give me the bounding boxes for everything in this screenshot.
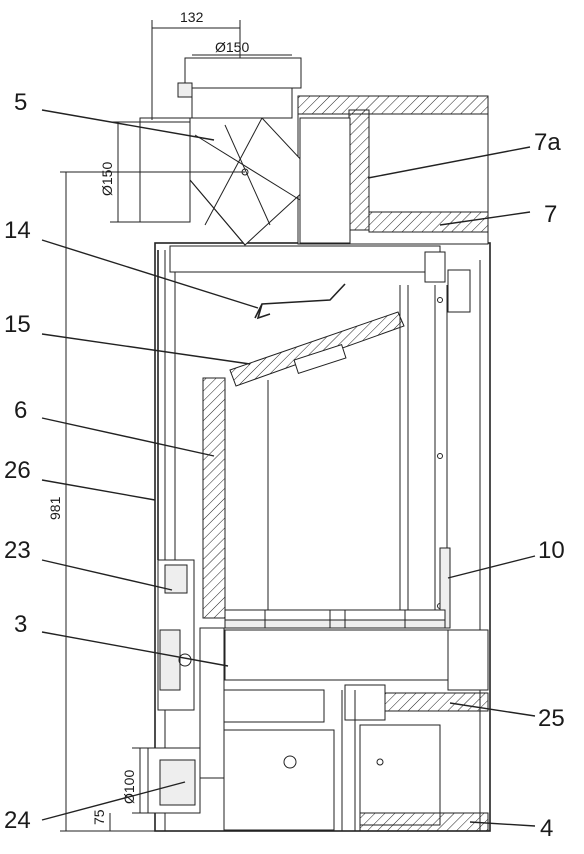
dim-total-height: 981 <box>47 496 63 520</box>
part-24-air-inlet <box>147 747 201 814</box>
callout-7: 7 <box>544 201 557 228</box>
dim-air-inlet-height: 75 <box>91 809 107 825</box>
dim-flue-rear-diameter: Ø150 <box>99 162 115 196</box>
part-23-door-hinge <box>157 559 225 779</box>
callout-7a: 7a <box>534 129 561 156</box>
part-15-deflector <box>229 311 405 387</box>
callout-labels: 5 7a 7 14 15 6 26 10 23 3 25 24 4 <box>4 89 565 842</box>
callout-4: 4 <box>540 815 553 842</box>
part-25-bottom-plate <box>384 692 489 712</box>
dim-flue-top-diameter: Ø150 <box>215 39 249 55</box>
part-6-side-lining <box>202 377 226 619</box>
callout-25: 25 <box>538 705 565 732</box>
callout-15: 15 <box>4 311 31 338</box>
part-4-base-plate <box>359 812 489 832</box>
dimension-lines <box>60 20 292 832</box>
callout-3: 3 <box>14 611 27 638</box>
part-14-baffle-holder <box>254 283 346 320</box>
part-7-plate <box>368 211 489 233</box>
dim-top-offset: 132 <box>180 9 204 25</box>
grate <box>224 609 446 629</box>
callout-6: 6 <box>14 397 27 424</box>
part-7a-insulation <box>348 109 370 231</box>
callout-10: 10 <box>538 537 565 564</box>
lower-compartment <box>223 689 441 831</box>
callout-23: 23 <box>4 537 31 564</box>
callout-24: 24 <box>4 807 31 834</box>
callout-5: 5 <box>14 89 27 116</box>
top-cover-insulation <box>297 95 489 115</box>
part-5-flue-elbow <box>139 57 351 246</box>
callout-14: 14 <box>4 217 31 244</box>
callout-leaders <box>41 109 536 827</box>
callout-26: 26 <box>4 457 31 484</box>
top-frame-plate <box>169 245 441 273</box>
